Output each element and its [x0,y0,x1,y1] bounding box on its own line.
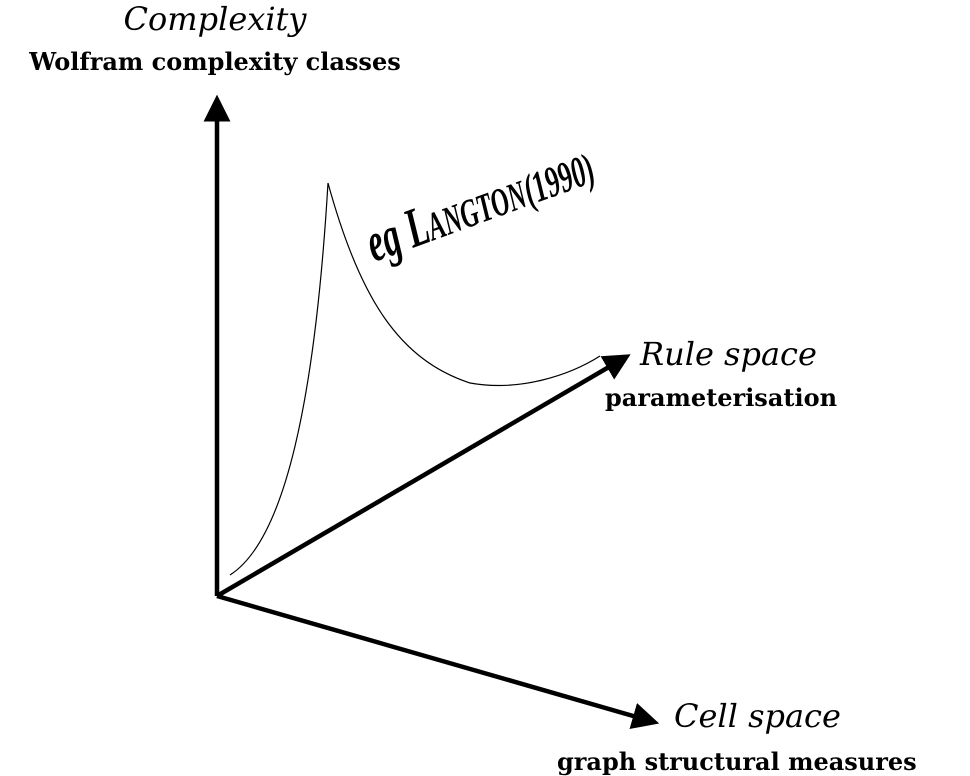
svg-text:eg LANGTON(1990): eg LANGTON(1990) [357,134,602,274]
rule-space-subtitle: parameterisation [605,383,837,412]
complexity-axis-subtitle: Wolfram complexity classes [28,47,400,76]
rule-space-title: Rule space [639,335,817,373]
langton-annotation: eg LANGTON(1990) [357,134,602,274]
annotation-year: (1990) [516,143,601,214]
cell-space-axis [216,593,660,729]
langton-curve [229,182,601,576]
rule-space-axis [215,354,631,598]
cell-space-title: Cell space [674,697,841,735]
complexity-axis-title: Complexity [124,0,308,38]
annotation-name: ANGTON [420,172,535,250]
cell-space-subtitle: graph structural measures [557,747,917,776]
